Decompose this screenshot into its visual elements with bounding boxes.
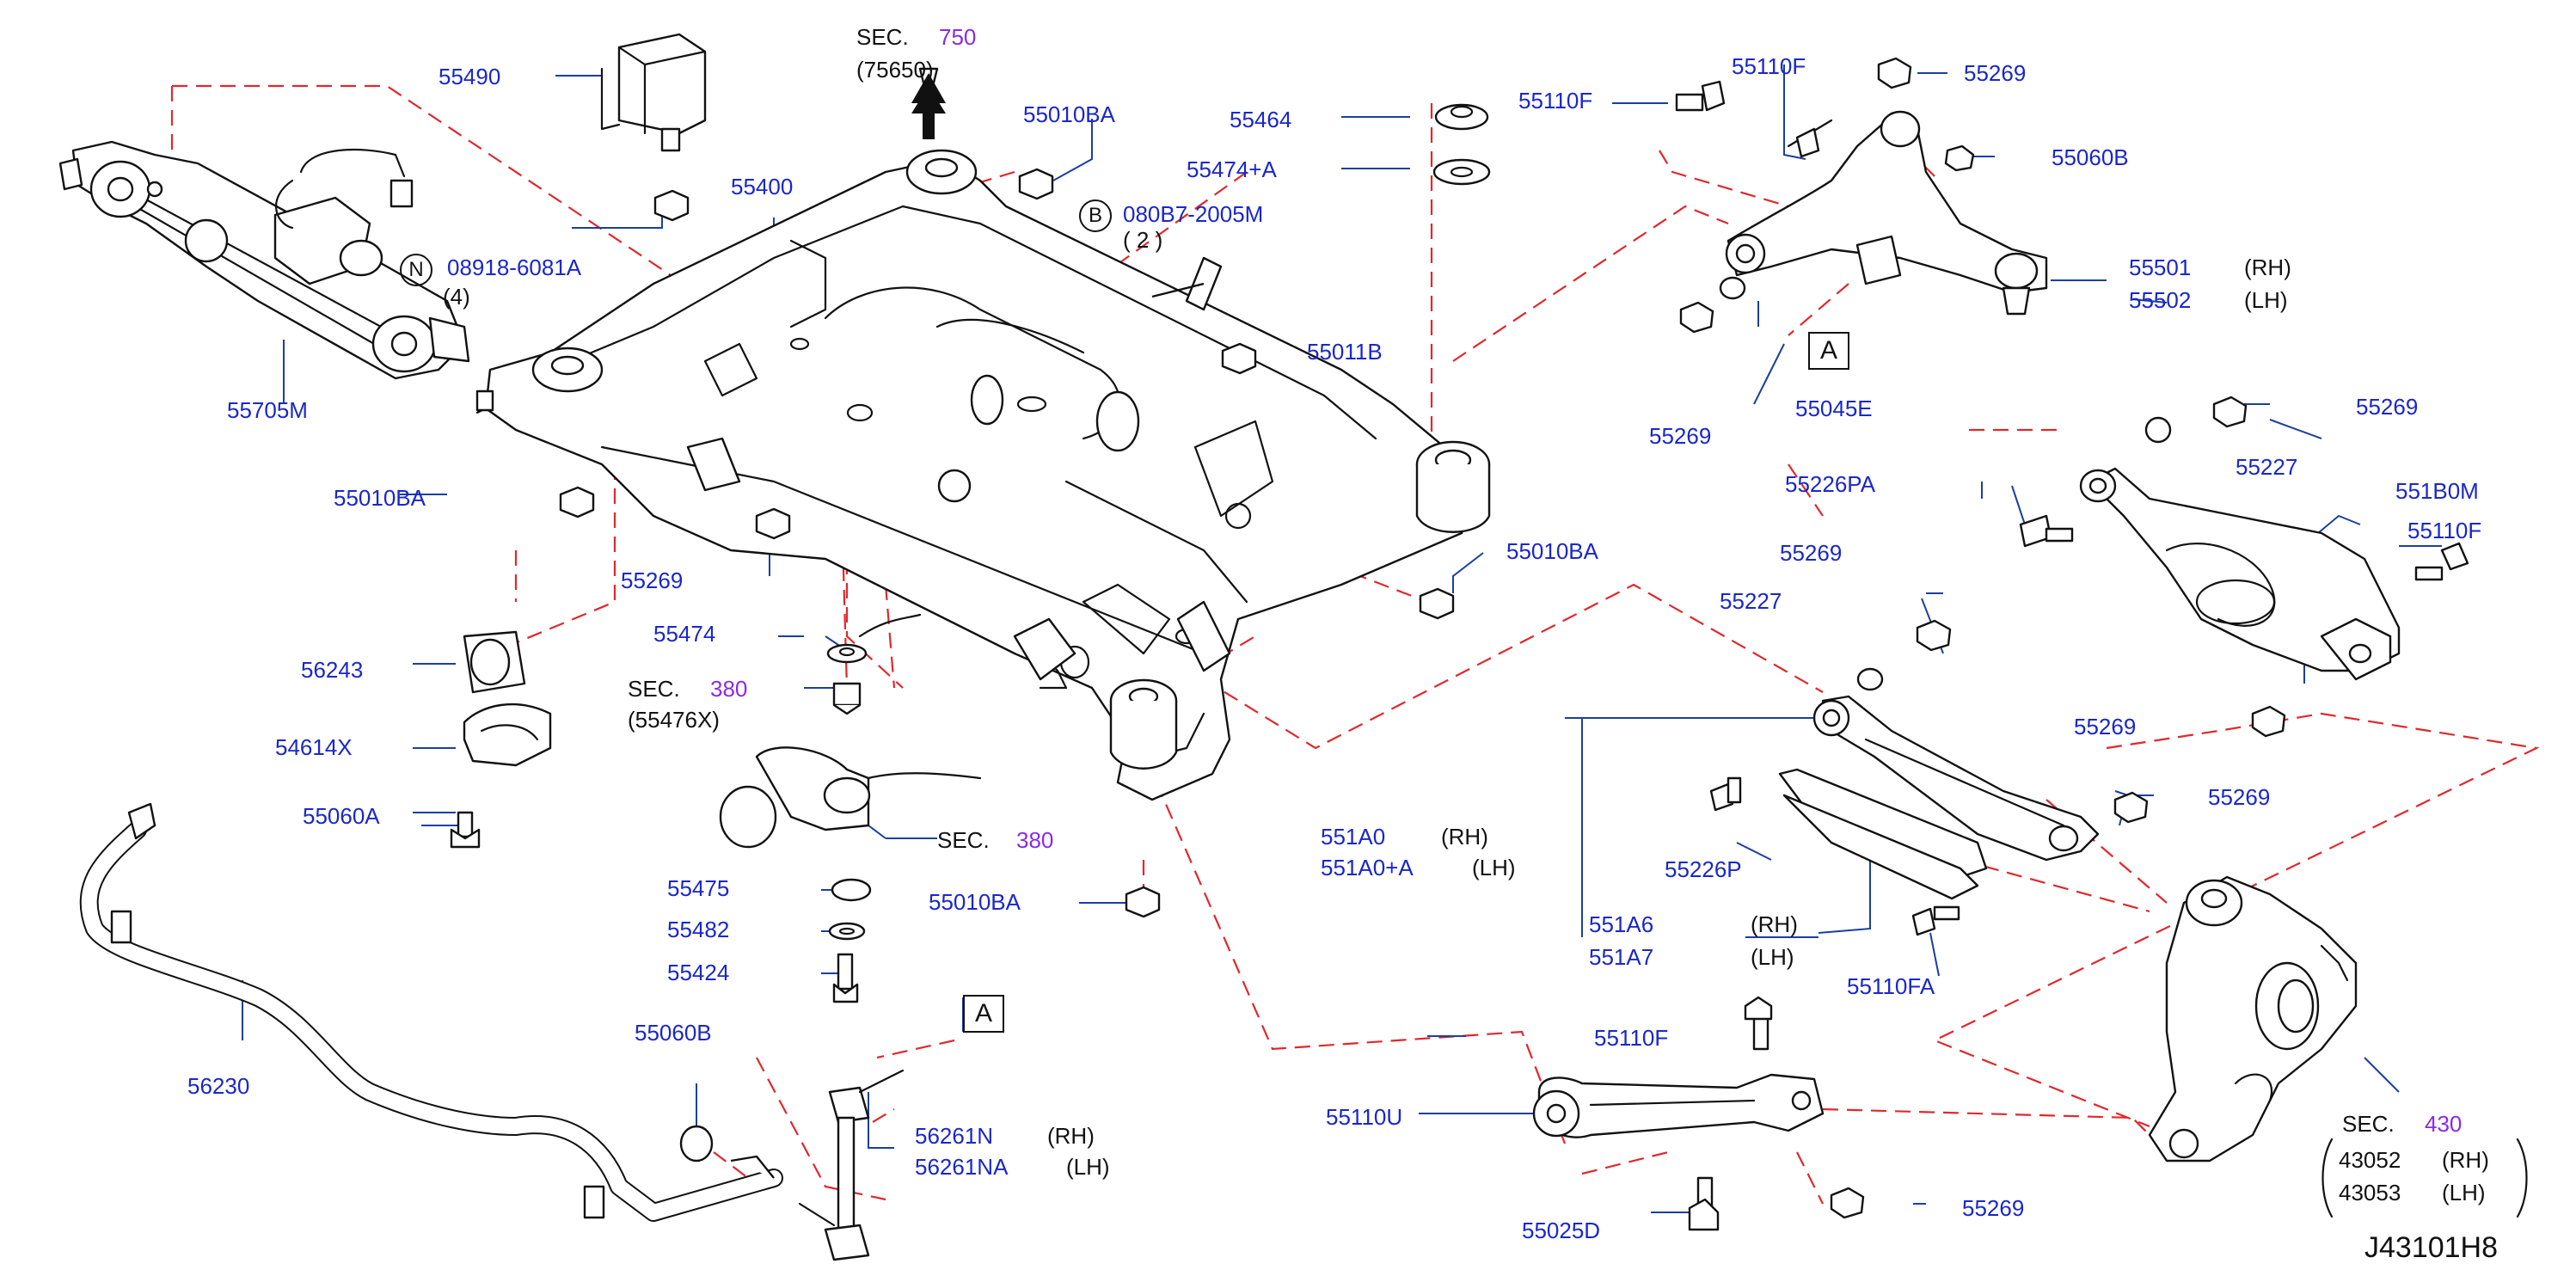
part-55110F-b[interactable]: 55110F <box>1732 53 1806 79</box>
sec750-number[interactable]: 750 <box>939 24 977 50</box>
part-551A6[interactable]: 551A6 <box>1589 911 1654 937</box>
lower-arm-551B0M <box>2019 396 2469 738</box>
part-55474[interactable]: 55474 <box>653 621 716 647</box>
callout-a-box-upper: A <box>1808 332 1849 370</box>
part-55010BA-a[interactable]: 55010BA <box>1023 101 1115 127</box>
part-55269-g[interactable]: 55269 <box>2208 784 2271 810</box>
sec380b-label: SEC. <box>937 827 990 853</box>
lower-link-551A0 <box>1709 619 2149 936</box>
part-55269-f[interactable]: 55269 <box>2074 714 2137 739</box>
part-56243[interactable]: 56243 <box>301 657 364 683</box>
sec750-label: SEC. <box>856 24 909 50</box>
part-55474a[interactable]: 55474+A <box>1187 156 1277 182</box>
stabilizer-link <box>679 1069 905 1261</box>
part-55400[interactable]: 55400 <box>731 174 794 199</box>
side-56261N: (RH) <box>1047 1123 1095 1149</box>
part-55010BA-b[interactable]: 55010BA <box>334 485 426 511</box>
part-55705M[interactable]: 55705M <box>227 397 308 423</box>
part-55227-a[interactable]: 55227 <box>2236 454 2298 480</box>
part-55490[interactable]: 55490 <box>439 64 501 89</box>
part-55045E[interactable]: 55045E <box>1795 396 1873 421</box>
diagram-reference-id: J43101H8 <box>2364 1231 2499 1264</box>
adjust-link-55110U <box>1532 996 1865 1231</box>
part-551A0[interactable]: 551A0 <box>1321 824 1386 850</box>
part-55226P[interactable]: 55226P <box>1665 856 1742 882</box>
part-43052[interactable]: 43052 <box>2339 1147 2401 1173</box>
sec380a-number[interactable]: 380 <box>710 676 748 702</box>
sec380b-number[interactable]: 380 <box>1016 827 1054 853</box>
side-551A0A: (LH) <box>1472 855 1516 880</box>
part-55010BA-c[interactable]: 55010BA <box>1506 538 1598 564</box>
part-55501[interactable]: 55501 <box>2129 255 2192 280</box>
part-55475[interactable]: 55475 <box>667 875 730 901</box>
part-551A0A[interactable]: 551A0+A <box>1321 855 1414 880</box>
bracket-43052 <box>2321 1138 2528 1218</box>
part-55226PA[interactable]: 55226PA <box>1785 471 1876 497</box>
part-56230[interactable]: 56230 <box>187 1073 250 1099</box>
mount-cap <box>600 33 707 152</box>
part-55060B-b[interactable]: 55060B <box>2052 144 2129 170</box>
part-55269-a[interactable]: 55269 <box>621 567 684 593</box>
part-56261NA[interactable]: 56261NA <box>915 1154 1009 1180</box>
part-55424[interactable]: 55424 <box>667 960 730 985</box>
rear-suspension-member <box>475 149 1491 801</box>
upper-link <box>1675 57 2048 334</box>
stabilizer-mount <box>450 630 552 849</box>
part-080B7-2005M[interactable]: 080B7-2005M <box>1123 201 1264 227</box>
part-55482[interactable]: 55482 <box>667 917 730 942</box>
sec430-label: SEC. <box>2342 1111 2395 1137</box>
part-54614X[interactable]: 54614X <box>275 734 353 760</box>
part-55025D[interactable]: 55025D <box>1522 1218 1601 1243</box>
actuator-assembly <box>58 140 470 380</box>
part-55227-b[interactable]: 55227 <box>1720 588 1782 614</box>
part-56261N[interactable]: 56261N <box>915 1123 994 1149</box>
part-55269-b[interactable]: 55269 <box>1964 60 2027 86</box>
part-55110F-a[interactable]: 55110F <box>1518 88 1593 113</box>
part-551A7[interactable]: 551A7 <box>1589 944 1654 970</box>
link-bushing-stack <box>719 613 982 1003</box>
stabilizer-bar <box>79 802 783 1222</box>
leader-lines <box>242 64 2442 1213</box>
part-55060A[interactable]: 55060A <box>303 803 380 829</box>
part-55110FA[interactable]: 55110FA <box>1847 973 1935 999</box>
part-55060B-a[interactable]: 55060B <box>635 1020 712 1046</box>
part-55464[interactable]: 55464 <box>1230 107 1292 132</box>
part-43053[interactable]: 43053 <box>2339 1180 2401 1205</box>
side-43053: (LH) <box>2442 1180 2486 1205</box>
sec380a-label: SEC. <box>628 676 680 702</box>
part-55269-c[interactable]: 55269 <box>1649 423 1712 449</box>
part-55269-e[interactable]: 55269 <box>1780 540 1843 566</box>
part-55110F-d[interactable]: 55110F <box>1594 1025 1669 1051</box>
part-55011B[interactable]: 55011B <box>1307 339 1383 365</box>
side-551A6: (RH) <box>1751 911 1798 937</box>
callout-a-box-lower: A <box>963 995 1004 1033</box>
part-55269-h[interactable]: 55269 <box>1962 1195 2025 1221</box>
part-55269-d[interactable]: 55269 <box>2356 394 2419 420</box>
side-43052: (RH) <box>2442 1147 2489 1173</box>
callout-n-circle: N <box>400 254 432 286</box>
axle-housing-knuckle <box>2148 875 2358 1163</box>
part-551B0M[interactable]: 551B0M <box>2395 478 2479 504</box>
part-55110U[interactable]: 55110U <box>1326 1104 1403 1130</box>
part-08918-6081A[interactable]: 08918-6081A <box>447 255 582 280</box>
b-qty: ( 2 ) <box>1123 227 1163 253</box>
side-551A0: (RH) <box>1441 824 1488 850</box>
part-55010BA-d[interactable]: 55010BA <box>929 889 1021 915</box>
part-55110F-c[interactable]: 55110F <box>2407 518 2482 543</box>
part-55502[interactable]: 55502 <box>2129 287 2192 313</box>
side-55502: (LH) <box>2244 287 2288 313</box>
n-qty: (4) <box>443 284 470 310</box>
sec750-sub: (75650) <box>856 57 934 83</box>
sec750-arrow <box>911 86 946 139</box>
sec430-number[interactable]: 430 <box>2425 1111 2463 1137</box>
side-56261NA: (LH) <box>1066 1154 1110 1180</box>
side-55501: (RH) <box>2244 255 2291 280</box>
side-551A7: (LH) <box>1751 944 1794 970</box>
callout-b-circle: B <box>1079 199 1112 232</box>
sec380a-sub: (55476X) <box>628 707 720 733</box>
